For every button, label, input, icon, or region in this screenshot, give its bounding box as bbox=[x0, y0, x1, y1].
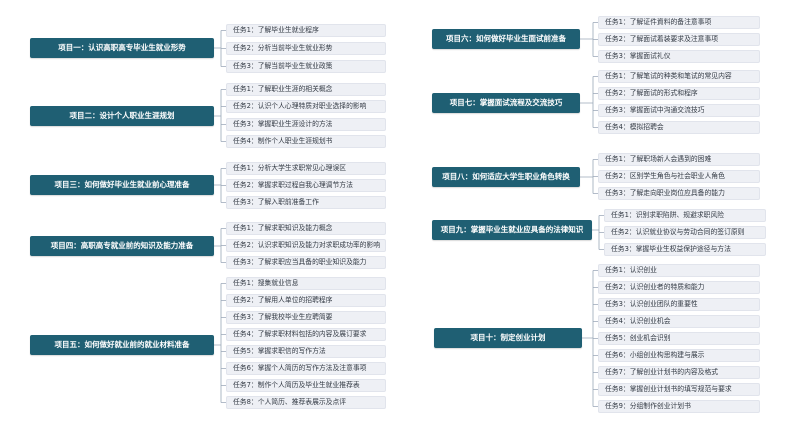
task-node[interactable]: 任务1：搜集就业信息 bbox=[226, 277, 386, 290]
task-node[interactable]: 任务1：了解笔试的种类和笔试的常见内容 bbox=[598, 70, 760, 83]
project-node[interactable]: 项目二：设计个人职业生涯规划 bbox=[30, 106, 214, 126]
task-node[interactable]: 任务3：掌握职业生涯设计的方法 bbox=[226, 118, 386, 131]
connector-line bbox=[214, 168, 226, 203]
project-node[interactable]: 项目十：制定创业计划 bbox=[434, 328, 582, 348]
task-node[interactable]: 任务3：掌握毕业生权益保护途径与方法 bbox=[604, 243, 766, 256]
task-node[interactable]: 任务2：区别学生角色与社会职业人角色 bbox=[598, 170, 760, 183]
task-node[interactable]: 任务3：掌握面试中沟通交流技巧 bbox=[598, 104, 760, 117]
connector-line bbox=[214, 283, 226, 403]
task-node[interactable]: 任务2：了解面试的形式和程序 bbox=[598, 87, 760, 100]
task-node[interactable]: 任务6：小组创业构思构建与展示 bbox=[598, 349, 760, 362]
project-node[interactable]: 项目五：如何做好就业前的就业材料准备 bbox=[30, 335, 214, 355]
project-node[interactable]: 项目一：认识高职高专毕业生就业形势 bbox=[30, 38, 214, 58]
task-node[interactable]: 任务3：掌握面试礼仪 bbox=[598, 50, 760, 63]
task-node[interactable]: 任务1：了解求职知识及能力概念 bbox=[226, 222, 386, 235]
task-node[interactable]: 任务2：分析当前毕业生就业形势 bbox=[226, 42, 386, 55]
connector-line bbox=[592, 215, 604, 250]
project-node[interactable]: 项目九：掌握毕业生就业应具备的法律知识 bbox=[432, 220, 592, 240]
task-node[interactable]: 任务5：创业机会识别 bbox=[598, 332, 760, 345]
project-node[interactable]: 项目三：如何做好毕业生就业前心理准备 bbox=[30, 175, 214, 195]
task-node[interactable]: 任务4：模拟招聘会 bbox=[598, 121, 760, 134]
project-node[interactable]: 项目八：如何适应大学生职业角色转换 bbox=[432, 167, 580, 187]
task-node[interactable]: 任务4：制作个人职业生涯规划书 bbox=[226, 135, 386, 148]
task-node[interactable]: 任务3：了解走向职业岗位应具备的能力 bbox=[598, 187, 760, 200]
connector-line bbox=[580, 76, 598, 128]
task-node[interactable]: 任务2：认识就业协议与劳动合同的签订原则 bbox=[604, 226, 766, 239]
task-node[interactable]: 任务2：认识求职知识及能力对求职成功率的影响 bbox=[226, 239, 386, 252]
connector-line bbox=[214, 228, 226, 263]
task-node[interactable]: 任务7：制作个人简历及毕业生就业推荐表 bbox=[226, 379, 386, 392]
task-node[interactable]: 任务8：个人简历、推荐表展示及点评 bbox=[226, 396, 386, 409]
project-node[interactable]: 项目六：如何做好毕业生面试前准备 bbox=[432, 29, 580, 49]
task-node[interactable]: 任务2：了解用人单位的招聘程序 bbox=[226, 294, 386, 307]
task-node[interactable]: 任务7：了解创业计划书的内容及格式 bbox=[598, 366, 760, 379]
task-node[interactable]: 任务4：认识创业机会 bbox=[598, 315, 760, 328]
project-node[interactable]: 项目七：掌握面试流程及交流技巧 bbox=[432, 93, 580, 113]
task-node[interactable]: 任务1：识别求职陷阱、规避求职风险 bbox=[604, 209, 766, 222]
connector-line bbox=[580, 159, 598, 194]
task-node[interactable]: 任务3：了解求职应当具备的职业知识及能力 bbox=[226, 256, 386, 269]
connector-line bbox=[214, 89, 226, 142]
task-node[interactable]: 任务1：了解职场新人会遇到的困难 bbox=[598, 153, 760, 166]
task-node[interactable]: 任务9：分组制作创业计划书 bbox=[598, 400, 760, 413]
task-node[interactable]: 任务6：掌握个人简历的写作方法及注意事项 bbox=[226, 362, 386, 375]
task-node[interactable]: 任务1：了解毕业生就业程序 bbox=[226, 24, 386, 37]
task-node[interactable]: 任务2：认识创业者的特质和能力 bbox=[598, 281, 760, 294]
task-node[interactable]: 任务3：了解入职前准备工作 bbox=[226, 196, 386, 209]
task-node[interactable]: 任务2：认识个人心理特质对职业选择的影响 bbox=[226, 100, 386, 113]
task-node[interactable]: 任务1：了解证件資料的备注意事项 bbox=[598, 16, 760, 29]
task-node[interactable]: 任务3：认识创业团队的重要性 bbox=[598, 298, 760, 311]
connector-line bbox=[580, 22, 598, 57]
task-node[interactable]: 任务3：了解当前毕业生就业政策 bbox=[226, 60, 386, 73]
task-node[interactable]: 任务4：了解求职材料包括的内容及展订要求 bbox=[226, 328, 386, 341]
task-node[interactable]: 任务1：了解职业生涯的相关概念 bbox=[226, 83, 386, 96]
task-node[interactable]: 任务2：掌握求职过程自我心理调节方法 bbox=[226, 179, 386, 192]
task-node[interactable]: 任务2：了解面试着装要求及注意事项 bbox=[598, 33, 760, 46]
connector-line bbox=[582, 270, 598, 407]
task-node[interactable]: 任务8：掌握创业计划书的填写规范与要求 bbox=[598, 383, 760, 396]
connector-line bbox=[214, 30, 226, 67]
project-node[interactable]: 项目四：高职高专就业前的知识及能力准备 bbox=[30, 236, 214, 256]
task-node[interactable]: 任务1：认识创业 bbox=[598, 264, 760, 277]
task-node[interactable]: 任务1：分析大学生求职常见心理误区 bbox=[226, 162, 386, 175]
task-node[interactable]: 任务3：了解我校毕业生应聘简要 bbox=[226, 311, 386, 324]
task-node[interactable]: 任务5：掌握求职信的写作方法 bbox=[226, 345, 386, 358]
